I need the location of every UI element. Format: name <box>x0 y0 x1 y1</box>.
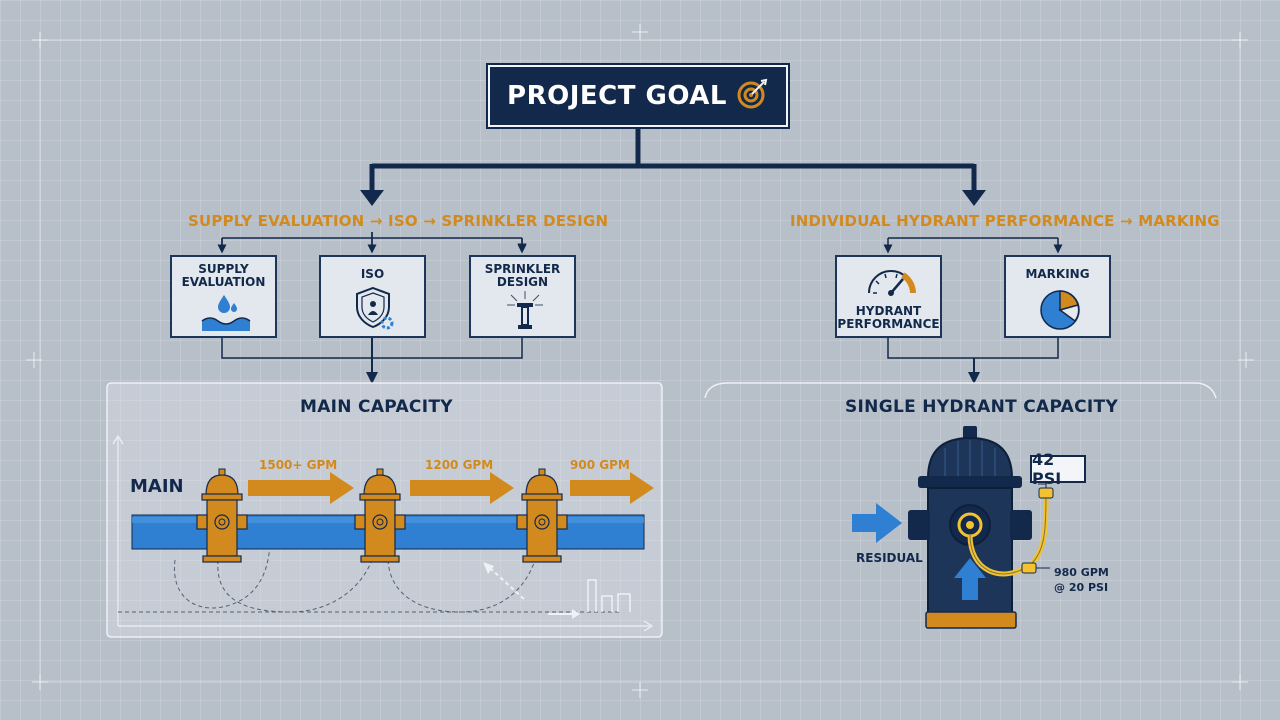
sprinkler-icon <box>507 291 543 329</box>
sprinkler-design-label: SPRINKLER DESIGN <box>484 262 561 289</box>
psi-readout: 42 PSI <box>1032 450 1062 488</box>
marking-card: MARKING <box>1004 255 1111 338</box>
project-goal-title: PROJECT GOAL <box>507 81 727 111</box>
flow-label-3: 900 GPM <box>570 458 630 472</box>
flow-pressure-label: @ 20 PSI <box>1054 581 1109 594</box>
hydrant-performance-label: HYDRANT PERFORMANCE <box>837 304 940 331</box>
iso-label: ISO <box>360 267 385 281</box>
iso-card: ISO <box>319 255 426 338</box>
target-icon <box>735 77 769 115</box>
psi-readout-box: 42 PSI <box>1030 450 1086 488</box>
right-branch-title: INDIVIDUAL HYDRANT PERFORMANCE → MARKING <box>790 212 1220 230</box>
hydrant-performance-card: HYDRANT PERFORMANCE <box>835 255 942 338</box>
main-capacity-title: MAIN CAPACITY <box>300 397 453 417</box>
shield-icon <box>356 286 394 330</box>
main-label: MAIN <box>130 476 184 497</box>
flow-rate-label: 980 GPM <box>1054 566 1109 579</box>
supply-evaluation-label: SUPPLY EVALUATION <box>181 262 266 289</box>
marking-label: MARKING <box>1025 267 1090 281</box>
water-drop-icon <box>201 295 251 331</box>
residual-label: RESIDUAL <box>856 551 923 565</box>
left-branch-title: SUPPLY EVALUATION → ISO → SPRINKLER DESI… <box>188 212 609 230</box>
pie-chart-icon <box>1040 290 1080 330</box>
flow-label-1: 1500+ GPM <box>259 458 338 472</box>
flow-label-2: 1200 GPM <box>425 458 494 472</box>
sprinkler-design-card: SPRINKLER DESIGN <box>469 255 576 338</box>
supply-evaluation-card: SUPPLY EVALUATION <box>170 255 277 338</box>
gauge-icon <box>868 270 916 296</box>
project-goal-box: PROJECT GOAL <box>486 63 790 129</box>
single-hydrant-capacity-title: SINGLE HYDRANT CAPACITY <box>845 397 1119 417</box>
